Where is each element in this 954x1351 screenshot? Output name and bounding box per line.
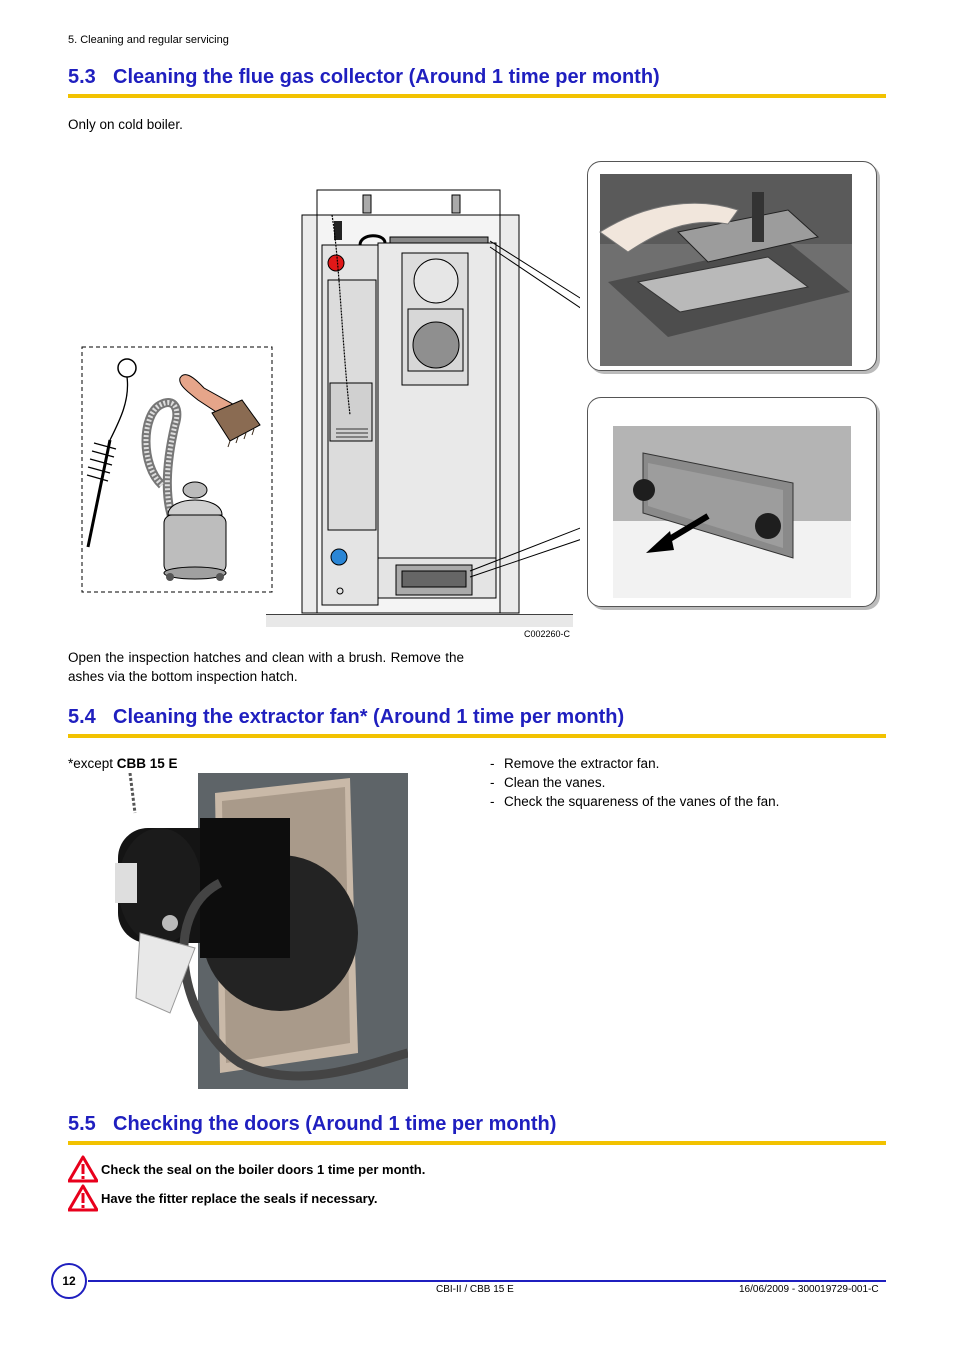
warning-text-1: Check the seal on the boiler doors 1 tim… <box>101 1161 426 1177</box>
hand-brush-icon <box>179 374 261 448</box>
footer-model: CBI-II / CBB 15 E <box>436 1284 514 1295</box>
cleaning-tools-box <box>81 346 273 593</box>
boiler-front-diagram <box>81 189 580 627</box>
section-5-3-heading: 5.3 Cleaning the flue gas collector (Aro… <box>68 64 886 98</box>
footer-rule <box>88 1280 886 1282</box>
section-5-4-heading: 5.4 Cleaning the extractor fan* (Around … <box>68 704 886 738</box>
warning-row-2: Have the fitter replace the seals if nec… <box>68 1184 378 1212</box>
page-number-badge: 12 <box>51 1263 87 1299</box>
warning-triangle-icon <box>68 1155 98 1183</box>
running-head: 5. Cleaning and regular servicing <box>68 34 229 46</box>
warning-triangle-icon <box>68 1184 98 1212</box>
boiler-housing <box>266 189 573 627</box>
extractor-fan-photo <box>100 773 408 1089</box>
bottom-hatch-photo <box>587 397 877 607</box>
footer-reference: 16/06/2009 - 300019729-001-C <box>739 1284 879 1295</box>
vacuum-cleaner-icon <box>163 481 227 581</box>
section-title: Cleaning the extractor fan* (Around 1 ti… <box>113 706 625 728</box>
section-title: Cleaning the flue gas collector (Around … <box>113 66 660 88</box>
section-number: 5.5 <box>68 1113 96 1135</box>
fan-step-2: Clean the vanes. <box>490 773 779 792</box>
warning-text-2: Have the fitter replace the seals if nec… <box>101 1190 378 1206</box>
fan-step-1: Remove the extractor fan. <box>490 754 779 773</box>
cleaning-brush-icon <box>86 358 137 548</box>
fan-steps-list: Remove the extractor fan. Clean the vane… <box>490 754 779 811</box>
except-model: CBB 15 E <box>116 756 178 771</box>
fan-step-3: Check the squareness of the vanes of the… <box>490 792 779 811</box>
top-hatch-photo <box>587 161 877 371</box>
except-note: *except CBB 15 E <box>68 754 178 773</box>
warning-row-1: Check the seal on the boiler doors 1 tim… <box>68 1155 425 1183</box>
section-number: 5.3 <box>68 66 96 88</box>
figure-code: C002260-C <box>524 629 571 639</box>
except-prefix: *except <box>68 756 117 771</box>
section-5-5-heading: 5.5 Checking the doors (Around 1 time pe… <box>68 1111 886 1145</box>
cold-boiler-note: Only on cold boiler. <box>68 117 183 132</box>
section-5-3-body: Open the inspection hatches and clean wi… <box>68 650 464 684</box>
section-number: 5.4 <box>68 706 96 728</box>
section-title: Checking the doors (Around 1 time per mo… <box>113 1113 557 1135</box>
